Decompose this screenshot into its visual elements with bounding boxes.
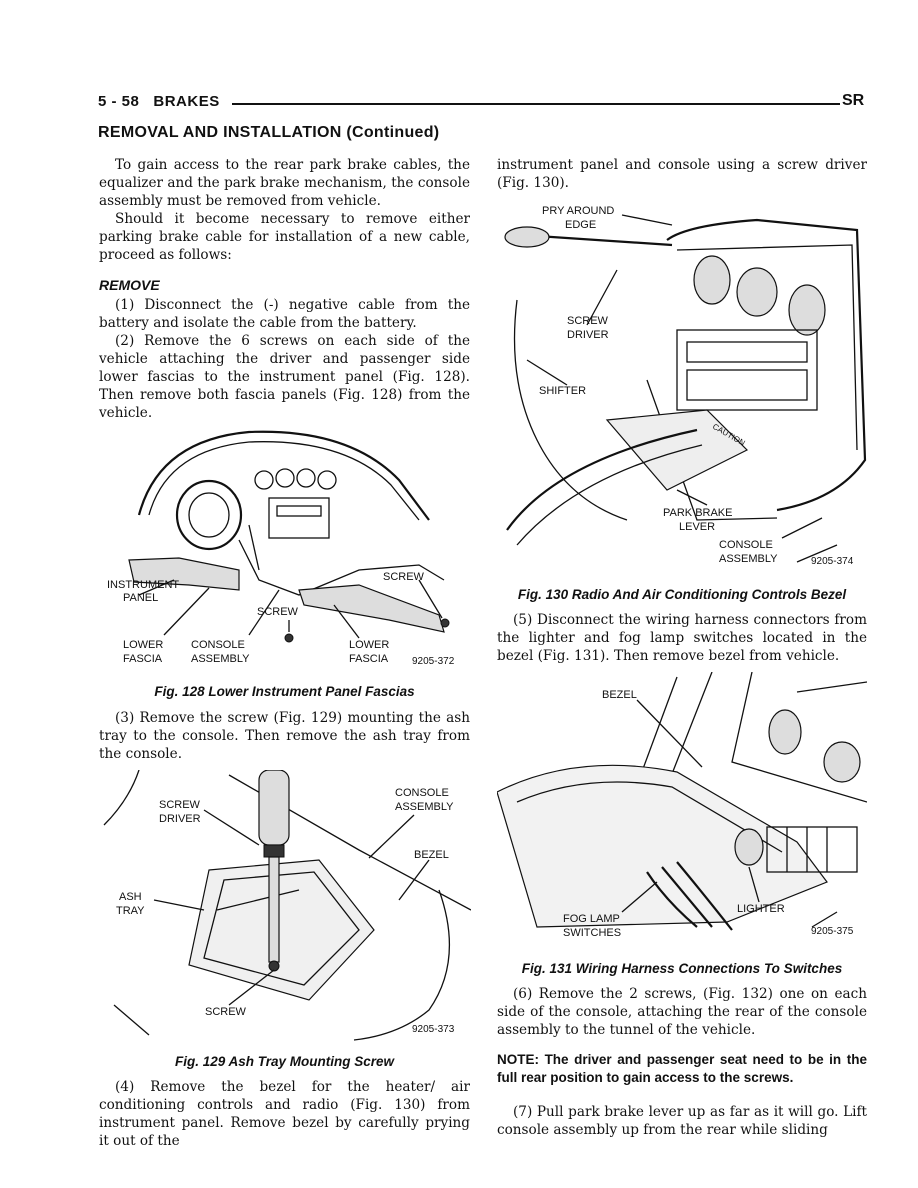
fig129-label-screw: SCREW bbox=[205, 1006, 247, 1018]
fig129-label-ash-1: ASH bbox=[119, 891, 142, 903]
left-column-bottom: (4) Remove the bezel for the heater/ air… bbox=[99, 1078, 470, 1150]
step-1: (1) Disconnect the (-) negative cable fr… bbox=[99, 297, 470, 331]
fig129-caption: Fig. 129 Ash Tray Mounting Screw bbox=[174, 1054, 395, 1069]
fig131-label-lighter: LIGHTER bbox=[737, 903, 785, 915]
fig128-label-instrument-panel-2: PANEL bbox=[123, 592, 158, 604]
fig131-label-fog-2: SWITCHES bbox=[563, 927, 621, 939]
fig130-label-console-1: CONSOLE bbox=[719, 539, 773, 551]
fig130-label-shifter: SHIFTER bbox=[539, 385, 586, 397]
fig131-illustration: BEZEL FOG LAMP SWITCHES LIGHTER 9205-375 bbox=[497, 672, 867, 939]
fig131-label-bezel: BEZEL bbox=[602, 689, 637, 701]
fig128-label-lower-fascia-left-2: FASCIA bbox=[123, 653, 163, 665]
fig128-label-lower-fascia-right-1: LOWER bbox=[349, 639, 389, 651]
step-4-continued: instrument panel and console using a scr… bbox=[497, 157, 867, 191]
fig128-label-console-2: ASSEMBLY bbox=[191, 653, 250, 665]
right-column-bottom: (6) Remove the 2 screws, (Fig. 132) one … bbox=[497, 985, 867, 1139]
fig129-illustration: SCREW DRIVER CONSOLE ASSEMBLY BEZEL ASH … bbox=[103, 770, 471, 1041]
header-rule bbox=[232, 103, 840, 105]
fig130-label-screwdriver-2: DRIVER bbox=[567, 329, 609, 341]
fig130-label-pry-2: EDGE bbox=[565, 219, 596, 231]
fig129-label-bezel: BEZEL bbox=[414, 849, 449, 861]
fig128-label-lower-fascia-left-1: LOWER bbox=[123, 639, 163, 651]
fig131-code: 9205-375 bbox=[811, 926, 854, 937]
step-2: (2) Remove the 6 screws on each side of … bbox=[99, 333, 470, 421]
step-7: (7) Pull park brake lever up as far as i… bbox=[497, 1104, 867, 1138]
section-title: REMOVAL AND INSTALLATION (Continued) bbox=[98, 124, 440, 141]
step-3: (3) Remove the screw (Fig. 129) mounting… bbox=[99, 710, 470, 762]
right-column-top: instrument panel and console using a scr… bbox=[497, 156, 867, 192]
step-4: (4) Remove the bezel for the heater/ air… bbox=[99, 1079, 470, 1149]
note-seat-position: NOTE: The driver and passenger seat need… bbox=[497, 1052, 867, 1085]
fig129-label-ash-2: TRAY bbox=[116, 905, 145, 917]
fig129-label-console-1: CONSOLE bbox=[395, 787, 449, 799]
fig130-caption: Fig. 130 Radio And Air Conditioning Cont… bbox=[517, 587, 847, 602]
fig129-label-screwdriver-1: SCREW bbox=[159, 799, 201, 811]
fig128-caption: Fig. 128 Lower Instrument Panel Fascias bbox=[154, 684, 415, 699]
fig130-label-park-1: PARK BRAKE bbox=[663, 507, 733, 519]
fig129-label-screwdriver-2: DRIVER bbox=[159, 813, 201, 825]
fig128-label-lower-fascia-right-2: FASCIA bbox=[349, 653, 389, 665]
fig130-label-console-2: ASSEMBLY bbox=[719, 553, 778, 565]
fig128-label-instrument-panel-1: INSTRUMENT bbox=[107, 579, 179, 591]
page-header-right: SR bbox=[842, 92, 865, 109]
fig130-illustration: PRY AROUND EDGE SCREW DRIVER SHIFTER CAU… bbox=[504, 205, 867, 567]
step-6: (6) Remove the 2 screws, (Fig. 132) one … bbox=[497, 986, 867, 1038]
fig131-caption: Fig. 131 Wiring Harness Connections To S… bbox=[521, 961, 843, 976]
fig128-illustration: INSTRUMENT PANEL SCREW SCREW LOWER FASCI… bbox=[107, 430, 455, 667]
step-5: (5) Disconnect the wiring harness connec… bbox=[497, 612, 867, 664]
page-header-left: 5 - 58 BRAKES bbox=[98, 93, 220, 110]
intro-paragraph-1: To gain access to the rear park brake ca… bbox=[99, 157, 470, 209]
fig130-label-screwdriver-1: SCREW bbox=[567, 315, 609, 327]
fig128-label-screw-b: SCREW bbox=[257, 606, 299, 618]
intro-paragraph-2: Should it become necessary to remove eit… bbox=[99, 211, 470, 263]
fig129-label-console-2: ASSEMBLY bbox=[395, 801, 454, 813]
fig128-code: 9205-372 bbox=[412, 656, 455, 667]
left-column-top: To gain access to the rear park brake ca… bbox=[99, 156, 470, 422]
fig130-code: 9205-374 bbox=[811, 556, 854, 567]
fig130-label-park-2: LEVER bbox=[679, 521, 715, 533]
left-column-mid: (3) Remove the screw (Fig. 129) mounting… bbox=[99, 709, 470, 763]
fig131-label-fog-1: FOG LAMP bbox=[563, 913, 620, 925]
fig128-label-screw-a: SCREW bbox=[383, 571, 425, 583]
remove-heading: REMOVE bbox=[99, 277, 160, 293]
fig128-label-console-1: CONSOLE bbox=[191, 639, 245, 651]
right-column-mid: (5) Disconnect the wiring harness connec… bbox=[497, 611, 867, 665]
fig130-label-pry-1: PRY AROUND bbox=[542, 205, 614, 217]
fig129-code: 9205-373 bbox=[412, 1024, 455, 1035]
